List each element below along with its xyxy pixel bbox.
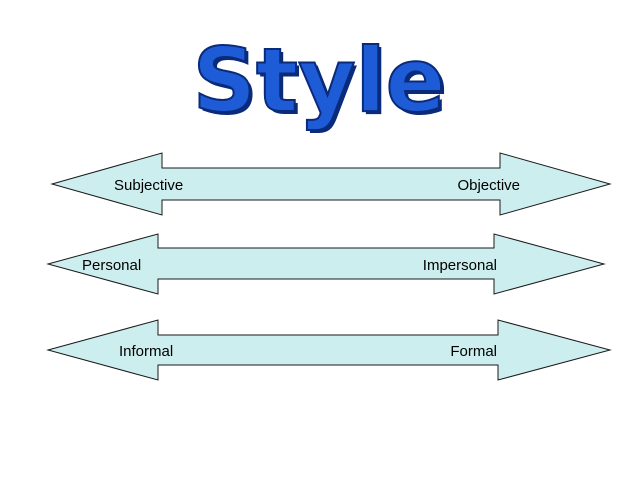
- page-title: Style: [193, 29, 446, 132]
- arrow-left-label: Subjective: [114, 177, 183, 194]
- arrow-left-label: Informal: [119, 343, 173, 360]
- arrow-right-label: Impersonal: [423, 257, 497, 274]
- spectrum-arrow-subjective-objective: Subjective Objective: [50, 152, 612, 216]
- title-group: Style Style: [192, 28, 449, 135]
- spectrum-arrow-informal-formal: Informal Formal: [46, 319, 612, 381]
- double-arrow-shape: [46, 319, 612, 381]
- double-arrow-shape: [50, 152, 612, 216]
- arrow-left-label: Personal: [82, 257, 141, 274]
- arrow-right-label: Objective: [457, 177, 520, 194]
- double-arrow-shape: [46, 233, 606, 295]
- title-shadow: Style: [196, 32, 449, 135]
- arrow-right-label: Formal: [450, 343, 497, 360]
- spectrum-arrow-personal-impersonal: Personal Impersonal: [46, 233, 606, 295]
